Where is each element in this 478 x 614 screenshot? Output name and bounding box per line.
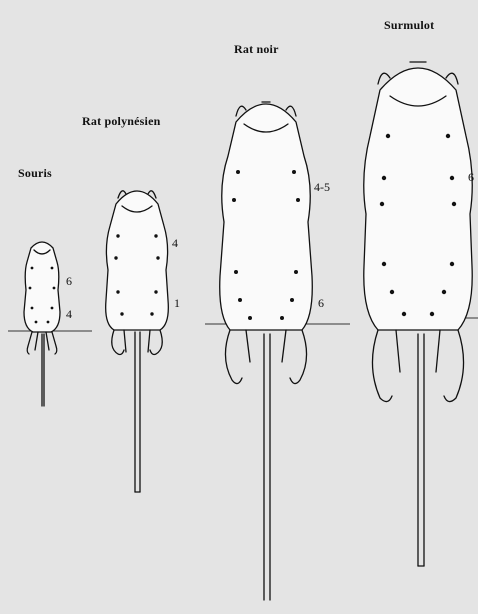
nipple-count-rat-noir-upper: 4-5 [314,180,330,195]
species-label-souris: Souris [18,166,52,181]
surmulot-drawing [364,62,473,566]
species-label-surmulot: Surmulot [384,18,434,33]
nipple-count-rat-noir-lower: 6 [318,296,324,311]
nipple-count-surmulot: 6 [468,170,474,185]
rat-polynesien-drawing [106,191,169,492]
nipple-count-rat-polynesien-upper: 4 [172,236,178,251]
nipple-count-souris-upper: 6 [66,274,72,289]
nipple-count-rat-polynesien-lower: 1 [174,296,180,311]
nipple-count-souris-lower: 4 [66,307,72,322]
species-label-rat-polynesien: Rat polynésien [82,114,160,129]
species-label-rat-noir: Rat noir [234,42,279,57]
rat-noir-drawing [220,102,313,600]
souris-drawing [24,242,60,406]
